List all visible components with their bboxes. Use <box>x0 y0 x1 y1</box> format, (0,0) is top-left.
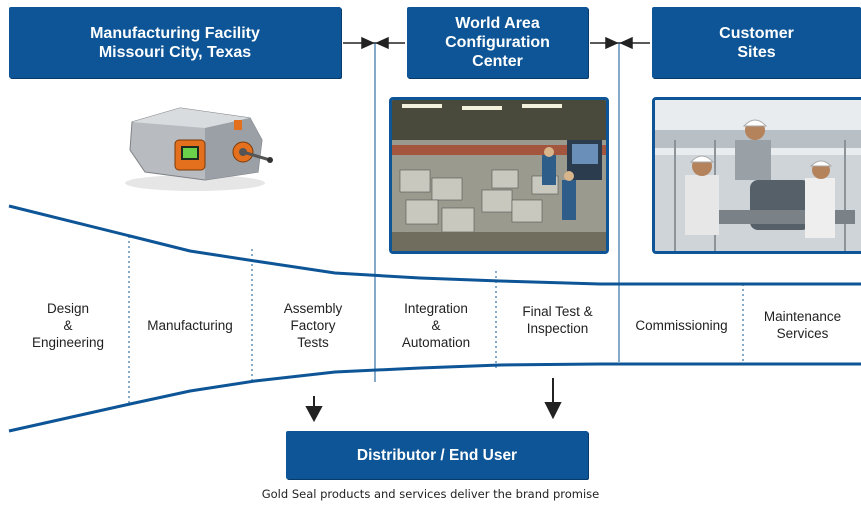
factory-floor-image <box>392 100 606 251</box>
customer-sites-line-1: Customer <box>719 24 794 42</box>
stage-assembly-factory-tests: Assembly Factory Tests <box>252 290 374 360</box>
stage-design-engineering: Design & Engineering <box>8 290 128 360</box>
manufacturing-facility-line-2: Missouri City, Texas <box>98 43 252 61</box>
stage-maintenance-services: Maintenance Services <box>744 290 861 360</box>
field-technicians-image <box>655 100 861 251</box>
stage-7-line-2: Services <box>776 326 829 341</box>
world-area-line-1: World Area <box>455 15 540 32</box>
manufacturing-facility-line-1: Manufacturing Facility <box>90 24 260 42</box>
stage-5-line-2: Inspection <box>526 321 589 336</box>
arrowhead-right-1 <box>361 36 375 50</box>
funnel-lower-line <box>8 362 861 433</box>
stage-final-test-inspection: Final Test & Inspection <box>497 290 618 350</box>
funnel-upper-line <box>8 204 861 286</box>
actuator-icon <box>125 107 273 191</box>
stage-manufacturing: Manufacturing <box>130 290 250 360</box>
stage-1-line-1: Design <box>46 300 90 316</box>
stage-3-line-3: Tests <box>297 334 329 350</box>
stage-5-line-1: Final Test & <box>522 304 593 319</box>
arrowhead-right-2 <box>605 36 619 50</box>
stage-4-line-2: & <box>431 317 441 333</box>
down-arrow-2-head <box>544 402 562 420</box>
stage-integration-automation: Integration & Automation <box>376 290 496 360</box>
stage-1-line-2: & <box>63 317 73 333</box>
field-technicians-photo <box>652 97 861 254</box>
world-area-box: World Area Configuration Center <box>407 7 588 78</box>
world-area-line-3: Center <box>472 53 523 70</box>
world-area-line-2: Configuration <box>445 34 550 51</box>
manufacturing-facility-box: Manufacturing Facility Missouri City, Te… <box>9 7 341 78</box>
stage-6-line-1: Commissioning <box>635 317 728 333</box>
stage-4-line-3: Automation <box>401 334 471 350</box>
factory-floor-photo <box>389 97 609 254</box>
caption-text: Gold Seal products and services deliver … <box>261 487 600 501</box>
customer-sites-line-2: Sites <box>737 43 776 61</box>
stage-commissioning: Commissioning <box>620 290 743 360</box>
distributor-label: Distributor / End User <box>356 446 518 464</box>
arrowhead-left-1 <box>375 36 389 50</box>
down-arrow-1-head <box>305 406 323 423</box>
stage-7-line-1: Maintenance <box>763 309 842 324</box>
stage-1-line-3: Engineering <box>31 334 105 350</box>
stage-2-line-1: Manufacturing <box>147 317 233 333</box>
distributor-end-user-box: Distributor / End User <box>286 431 588 479</box>
arrowhead-left-2 <box>619 36 633 50</box>
stage-3-line-1: Assembly <box>283 300 343 316</box>
customer-sites-box: Customer Sites <box>652 7 861 78</box>
stage-4-line-1: Integration <box>404 300 468 316</box>
stage-3-line-2: Factory <box>290 317 336 333</box>
